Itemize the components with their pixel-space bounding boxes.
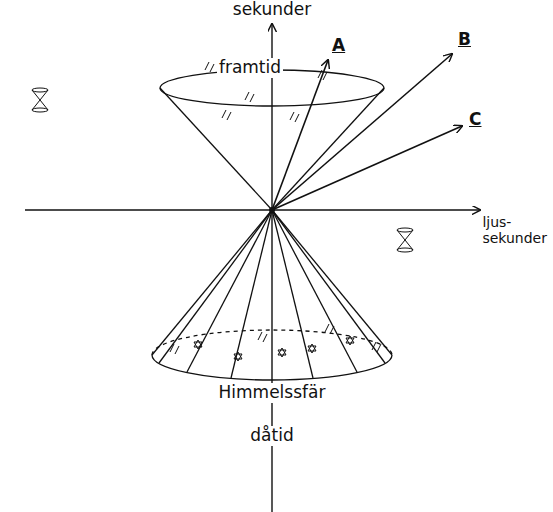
arrow-b [272, 54, 452, 210]
cone-side [160, 88, 272, 210]
light-ray [272, 210, 313, 378]
past-cone [152, 210, 392, 380]
axes [25, 24, 480, 512]
light-ray [272, 210, 385, 363]
axis-label: ljus- sekunder [480, 214, 549, 246]
hourglass-rim [397, 248, 413, 252]
hatch [372, 342, 381, 352]
world-line-arrows [272, 54, 462, 210]
arrow-label: B [456, 30, 473, 50]
hatch [222, 110, 231, 120]
hatch [325, 324, 334, 334]
origin-dot [269, 207, 275, 213]
cone-side [272, 88, 384, 210]
hatch [205, 62, 214, 72]
hatch [258, 332, 267, 342]
arrow-label: A [330, 36, 347, 56]
region-label: framtid [217, 58, 283, 78]
cone-rim-front [152, 355, 392, 380]
space-axis [25, 209, 480, 210]
hourglass-sides [32, 90, 48, 110]
star [234, 352, 242, 361]
hourglass-sides [397, 230, 413, 250]
hatch [290, 112, 299, 122]
axis-label: sekunder [231, 0, 313, 20]
arrow-label: C [467, 110, 483, 130]
star [278, 348, 286, 357]
light-ray [231, 210, 272, 378]
hourglass-rim [397, 228, 413, 232]
star [194, 340, 202, 349]
hatch [170, 344, 179, 354]
hourglass-rim [32, 108, 48, 112]
hatch [245, 92, 254, 102]
star [308, 344, 316, 353]
arrow-a [272, 60, 328, 210]
cone-rim-back [152, 330, 392, 355]
stars [194, 336, 354, 361]
hourglass-icon [397, 228, 413, 252]
region-label: dåtid [248, 426, 295, 446]
light-ray [159, 210, 272, 363]
light-ray [272, 210, 357, 372]
hourglass-rim [32, 88, 48, 92]
arrow-c [272, 126, 462, 210]
future-cone [160, 70, 384, 210]
region-label: Himmelssfär [217, 383, 328, 403]
hourglass-icon [32, 88, 48, 112]
star [346, 336, 354, 345]
light-ray [187, 210, 272, 372]
